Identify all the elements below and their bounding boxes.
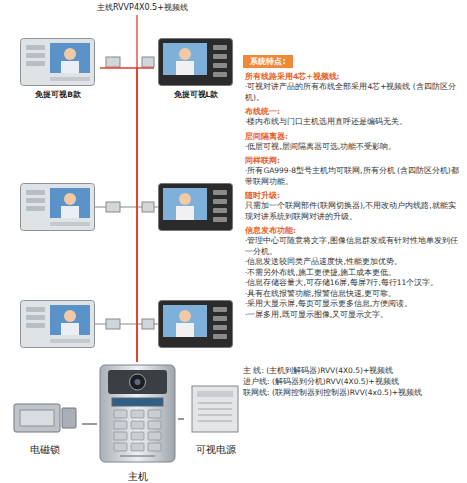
feature-column: 所有线路采用4芯+视频线:·可视对讲产品的所有布线全部采用4芯+视频线 (含四防… <box>245 72 459 320</box>
camera-lens <box>130 374 146 390</box>
power-nameplate <box>197 391 233 397</box>
lock-armature <box>62 408 76 428</box>
feature-text: ·所有GA999-8型号主机均可联网,所有分机 (含四防区分机)都带联网功能。 <box>245 166 459 187</box>
keypad-key <box>131 410 144 418</box>
keypad-key <box>114 432 127 440</box>
indoor-monitor-l <box>159 184 233 231</box>
node-label: 免提可视L款 <box>154 89 238 100</box>
power-supply: 可视电源 <box>184 382 248 456</box>
keypad-key <box>148 410 161 418</box>
power-supply-box <box>192 386 238 432</box>
decoder-box <box>106 319 120 329</box>
wire-connector <box>178 418 184 419</box>
feature-text: ·管理中心可随意将文字,图像信息群发或有针对性地单发到任一分机。 <box>245 236 459 257</box>
feature-text: ·可视对讲产品的所有布线全部采用4芯+视频线 (含四防区分机)。 <box>245 82 459 103</box>
wire-connector <box>100 68 137 362</box>
wire-connector <box>137 68 154 362</box>
decoder-box <box>142 319 154 329</box>
feature-text: ·具有在线报警功能,报警信息快速,更可靠。 <box>245 289 459 300</box>
cable-spec: 联网线: (联网控制器到控制器)RVV(4x0.5)+视频线 <box>243 388 465 398</box>
feature-heading: 布线统一: <box>245 107 459 117</box>
feature-heading: 所有线路采用4芯+视频线: <box>245 72 459 82</box>
feature-text: ·楼内布线与门口主机选用直呼还是编码无关。 <box>245 117 459 128</box>
camera-panel <box>108 370 167 394</box>
keypad-key <box>148 443 161 451</box>
feature-heading: 同样联网: <box>245 156 459 166</box>
feature-heading: 随时升级: <box>245 191 459 201</box>
keypad-key <box>148 421 161 429</box>
cable-spec: 进户线: (解码器到分机)RVV(4X0.5)+视频线 <box>243 377 465 387</box>
decoder-box <box>106 202 120 212</box>
keypad-key <box>114 443 127 451</box>
cable-spec: 主 线: (主机到解码器)RVV(4X0.5)+视频线 <box>243 366 465 376</box>
electric-lock: 电磁锁 <box>8 392 82 456</box>
keypad-key <box>131 443 144 451</box>
indoor-monitor-b <box>21 184 95 231</box>
decoder-box <box>142 202 154 212</box>
node-label: 系统特点: <box>243 55 293 68</box>
lock-coil <box>20 410 54 426</box>
wire-connector <box>82 423 97 424</box>
speaker-grille <box>120 455 155 457</box>
camera-lens-core <box>135 379 141 385</box>
door-station-body <box>100 365 175 462</box>
keypad <box>114 410 161 451</box>
keypad-key <box>131 421 144 429</box>
feature-text: ·不需另外布线,施工更便捷,施工成本更低。 <box>245 268 459 279</box>
lock-body <box>14 404 60 432</box>
feature-text: ·一屏多用,既可显示图像,又可显示文字。 <box>245 310 459 321</box>
feature-text: ·信息存储容量大,可存储16屏,每屏7行,每行11个汉字。 <box>245 278 459 289</box>
indoor-monitor: 免提可视B款 <box>16 36 100 100</box>
decoder-box <box>142 57 154 67</box>
indoor-monitor: 免提可视L款 <box>154 36 238 100</box>
node-label: 电磁锁 <box>8 443 82 456</box>
keypad-key <box>114 421 127 429</box>
indoor-monitor-b <box>21 39 95 86</box>
node-label: 主机 <box>97 470 178 483</box>
main-riser-line <box>136 15 137 362</box>
feature-heading-band: 系统特点: <box>243 55 293 68</box>
indoor-monitor-l <box>159 301 233 348</box>
feature-heading: 信息发布功能: <box>245 226 459 236</box>
vent-slot <box>198 421 232 422</box>
keypad-key <box>131 432 144 440</box>
node-label: 可视电源 <box>184 443 248 456</box>
vent-slot <box>198 409 232 410</box>
feature-text: 只需加一个联网部件(联网切换器),不用改动户内线路,就能实现对讲系统到联网对讲的… <box>245 201 459 222</box>
indoor-monitor-l <box>159 39 233 86</box>
display-window <box>112 398 163 406</box>
feature-text: ·信息发送较同类产品速度快,性能更加优势。 <box>245 257 459 268</box>
keypad-key <box>148 432 161 440</box>
vent-slot <box>198 415 232 416</box>
feature-heading: 层间隔离器: <box>245 132 459 142</box>
door-station: 主机 <box>97 362 178 483</box>
main-line-spec: 主线RVVP4X0.5+视频线 <box>97 3 247 13</box>
decoder-box <box>106 57 120 67</box>
keypad-key <box>114 410 127 418</box>
vent-slot <box>198 403 232 404</box>
feature-text: ·低层可视,层间隔离器可选,功能不受影响。 <box>245 142 459 153</box>
indoor-monitor-b <box>21 301 95 348</box>
node-label: 免提可视B款 <box>16 89 100 100</box>
feature-text: ·采用大显示屏,每页可显示更多信息,方便阅读。 <box>245 299 459 310</box>
